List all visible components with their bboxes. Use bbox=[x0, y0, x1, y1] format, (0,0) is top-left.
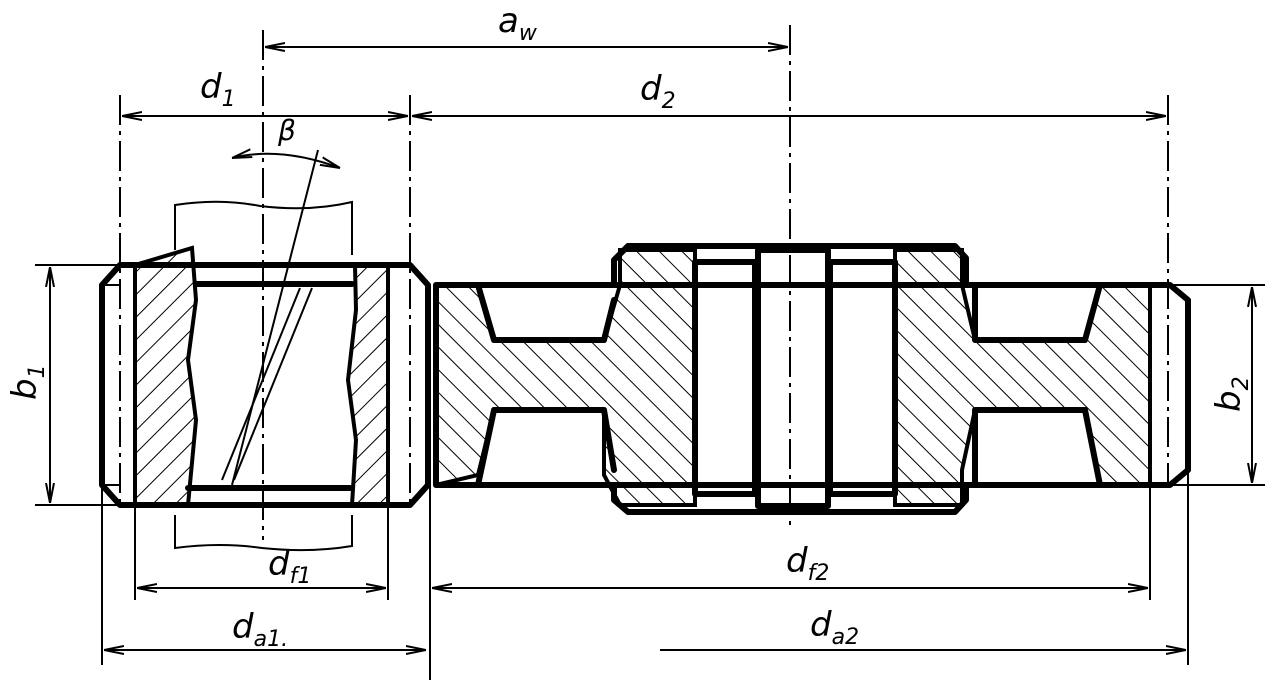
wheel-outline bbox=[433, 282, 1191, 488]
helix-line-2 bbox=[233, 287, 313, 481]
label-b2: b2 bbox=[1209, 376, 1254, 412]
label-b1: b1 bbox=[5, 364, 50, 400]
label-df2: df2 bbox=[786, 541, 829, 586]
pinion-bore bbox=[185, 281, 355, 491]
helix-line-3 bbox=[231, 149, 319, 486]
pinion-outline bbox=[99, 262, 431, 508]
wheel bbox=[433, 243, 1191, 515]
label-beta: β bbox=[277, 114, 296, 147]
wheel-left-section bbox=[434, 248, 697, 507]
helix-line-1 bbox=[221, 287, 301, 481]
pinion-shaft-bottom bbox=[174, 515, 353, 552]
pinion-right-wall-section bbox=[345, 263, 390, 507]
pinion-left-wall-section bbox=[133, 245, 199, 507]
wheel-bore-right bbox=[827, 259, 898, 497]
label-df1: df1 bbox=[268, 544, 311, 589]
label-da2: da2 bbox=[810, 605, 859, 650]
wheel-hub-outline bbox=[611, 243, 969, 515]
wheel-right-section bbox=[893, 248, 1152, 507]
wheel-web bbox=[475, 282, 1103, 488]
dimensions bbox=[35, 47, 1265, 680]
wheel-keyway bbox=[755, 247, 831, 509]
label-d1: d1 bbox=[200, 67, 236, 112]
wheel-bore-left bbox=[692, 259, 758, 497]
pinion-shaft-top bbox=[174, 200, 353, 255]
pinion bbox=[99, 149, 431, 552]
label-aw: aw bbox=[498, 1, 538, 46]
label-d2: d2 bbox=[640, 69, 676, 114]
label-da1: da1. bbox=[232, 607, 288, 652]
